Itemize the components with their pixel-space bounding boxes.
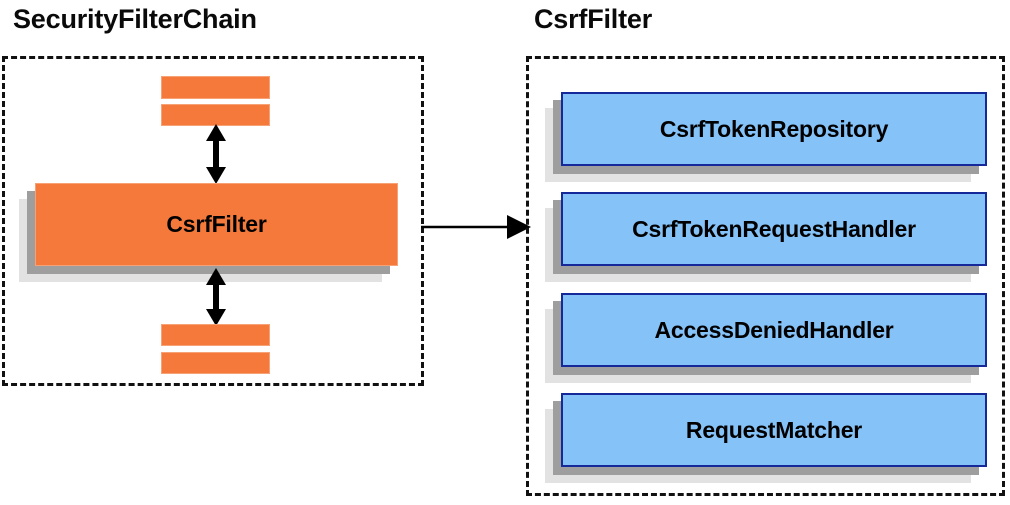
csrf-filter-title: CsrfFilter [534, 4, 653, 34]
collaborator-label: CsrfTokenRequestHandler [632, 215, 916, 242]
security-filter-chain-group-box [2, 56, 424, 386]
security-filter-chain-title: SecurityFilterChain [13, 4, 257, 34]
arrow-top-bidirectional [206, 124, 226, 184]
csrf-filter-group-box [526, 56, 1005, 496]
collaborator-box-csrftokenrepository: CsrfTokenRepository [545, 92, 987, 182]
csrf-filter-box-label: CsrfFilter [166, 211, 267, 237]
filter-stub-top-1 [161, 76, 270, 99]
collaborator-box-csrftokenrequesthandler: CsrfTokenRequestHandler [545, 192, 987, 282]
collaborator-face: RequestMatcher [561, 393, 987, 467]
collaborator-label: AccessDeniedHandler [654, 316, 894, 343]
csrf-filter-box: CsrfFilter [19, 183, 398, 282]
arrow-bottom-bidirectional [206, 268, 226, 326]
filter-stub-bottom-2 [161, 352, 270, 374]
filter-stub-bottom-1 [161, 324, 270, 346]
collaborator-box-accessdeniedhandler: AccessDeniedHandler [545, 293, 987, 383]
collaborator-face: CsrfTokenRequestHandler [561, 192, 987, 266]
filter-stub-top-2 [161, 104, 270, 126]
csrf-filter-face: CsrfFilter [35, 183, 398, 266]
collaborator-face: CsrfTokenRepository [561, 92, 987, 166]
left-to-right-arrow [421, 215, 531, 239]
collaborator-label: RequestMatcher [685, 416, 863, 443]
collaborator-box-requestmatcher: RequestMatcher [545, 393, 987, 483]
collaborator-face: AccessDeniedHandler [561, 293, 987, 367]
collaborator-label: CsrfTokenRepository [659, 115, 889, 142]
